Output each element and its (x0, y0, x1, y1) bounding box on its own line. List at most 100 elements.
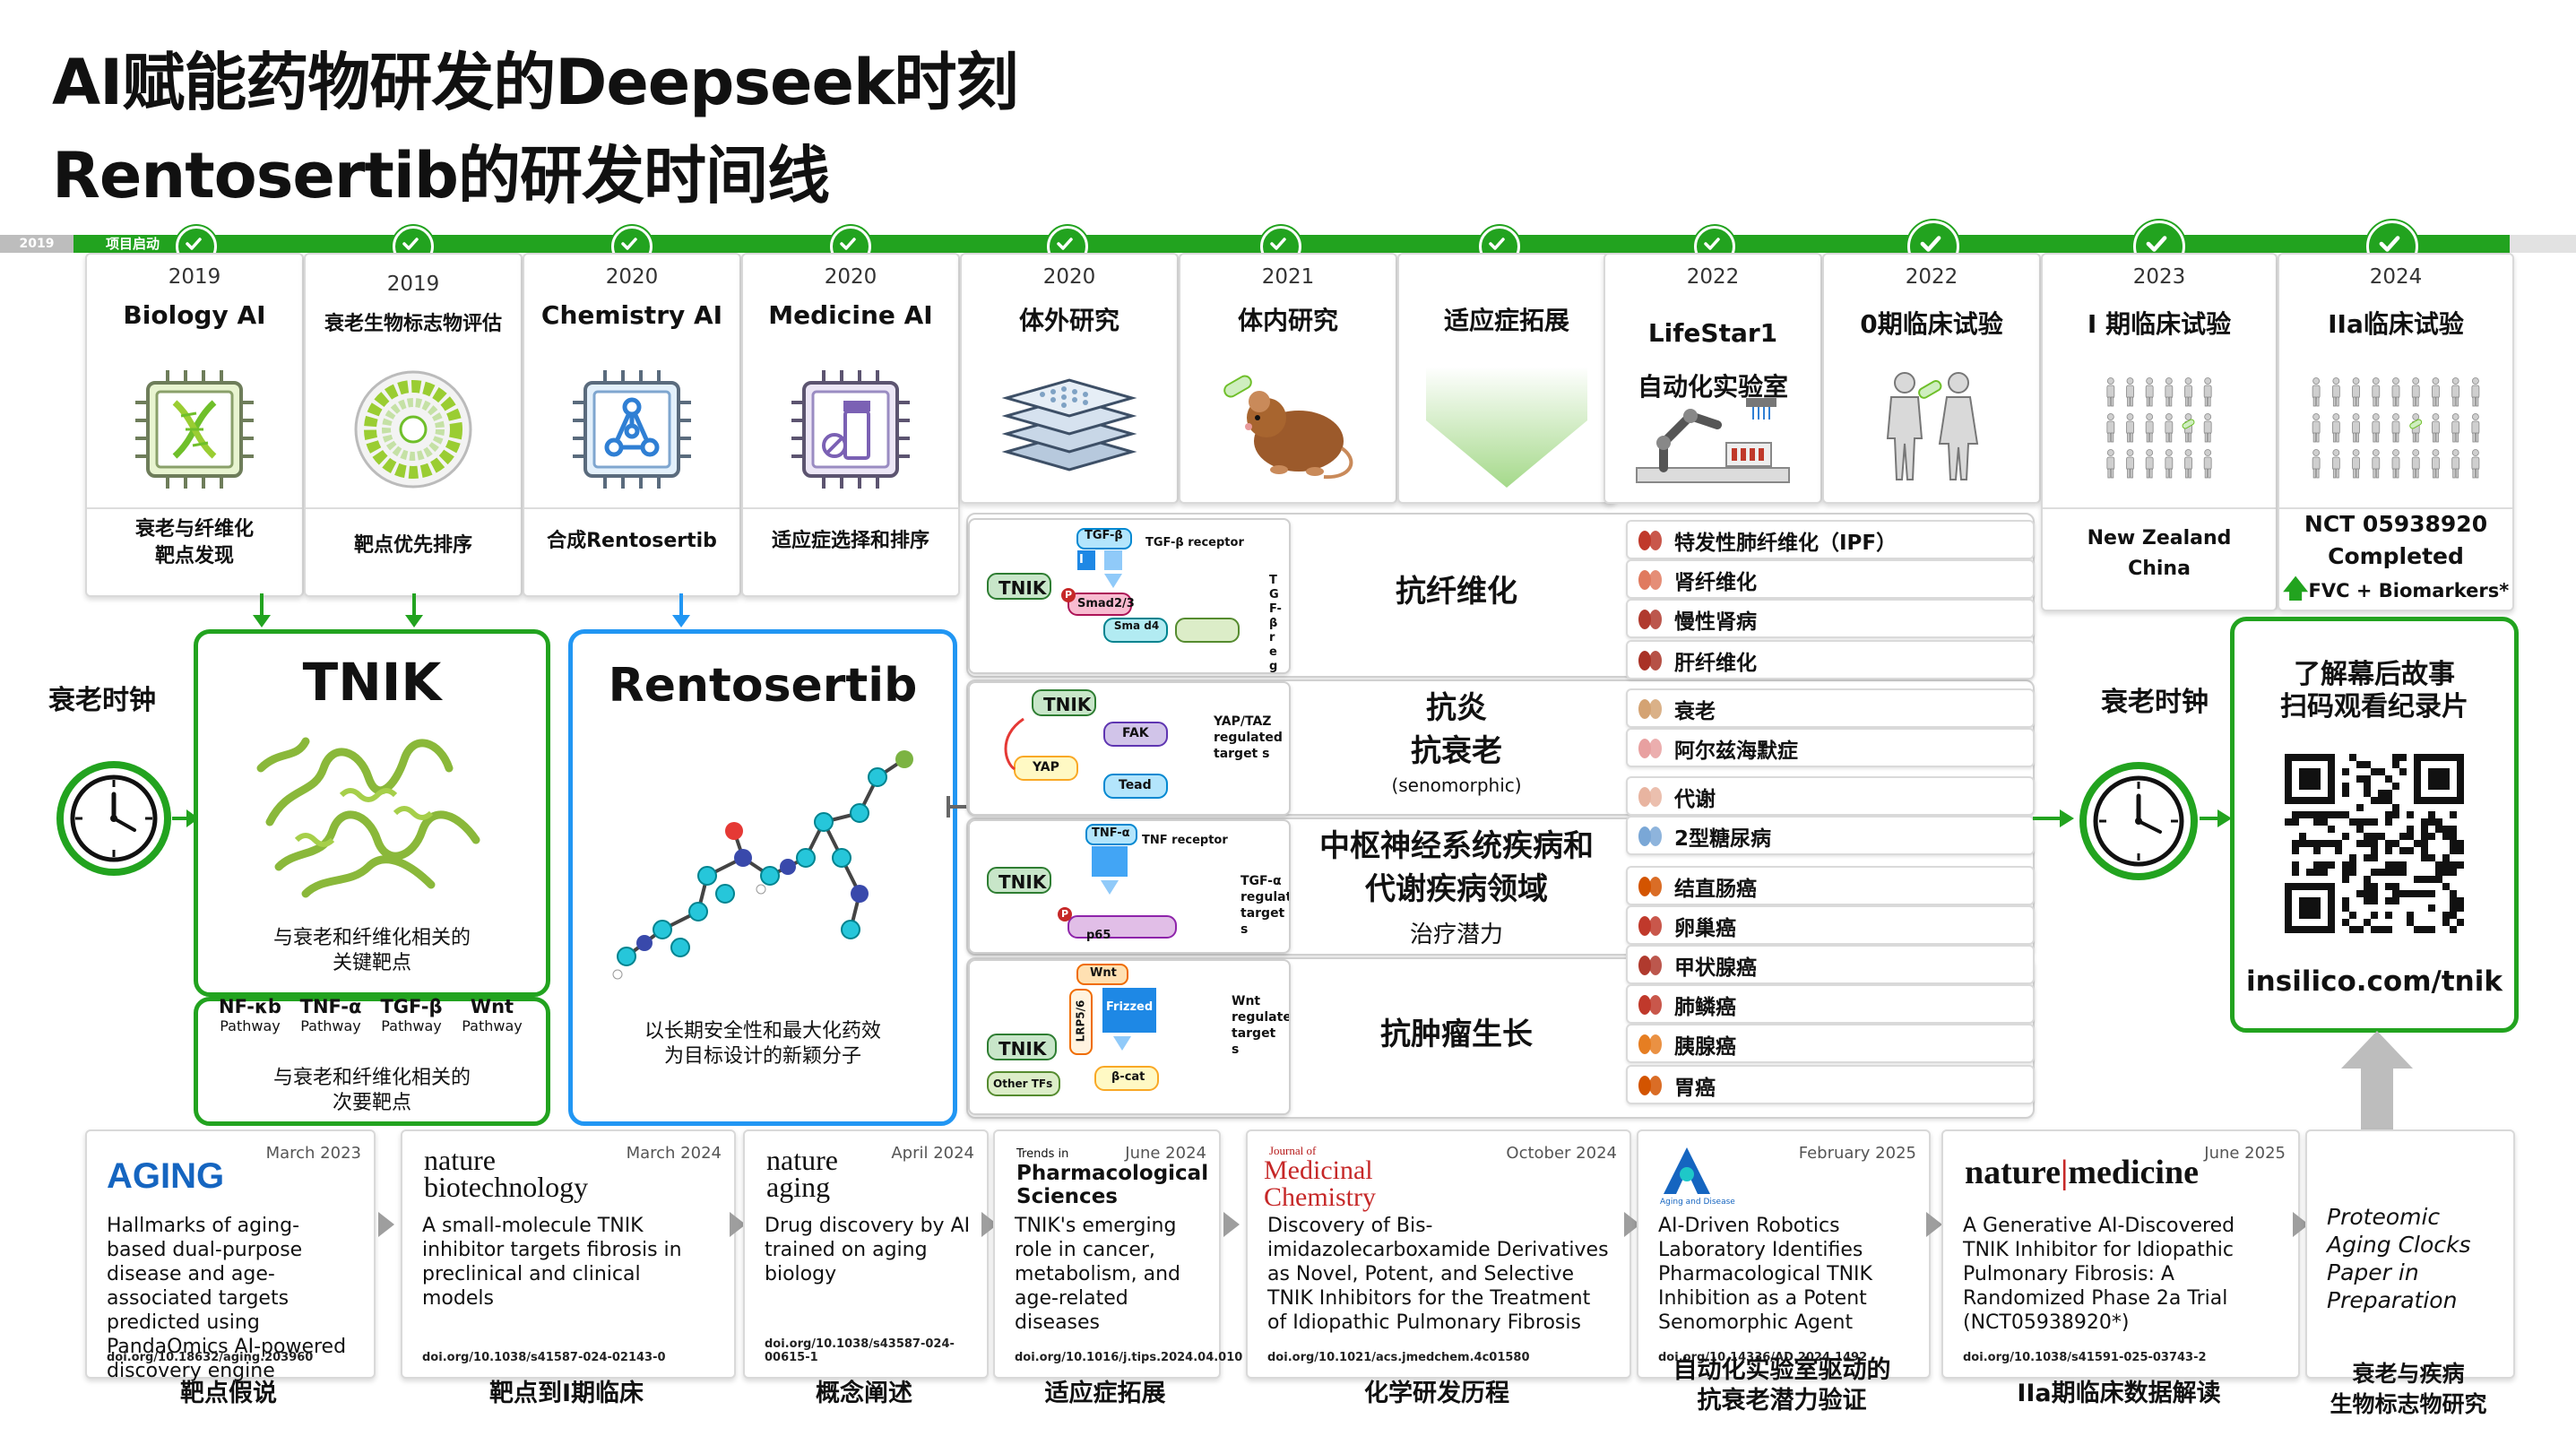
qr-code-icon[interactable] (2285, 754, 2464, 937)
well-plates-icon (998, 362, 1141, 491)
milestone-card-phase0: 2022 0期临床试验 (1822, 253, 2041, 504)
milestone-year: 2020 (824, 265, 877, 289)
arrow-clock-to-tnik (172, 805, 199, 835)
regulated-label: Wnt regulated target s (1232, 994, 1291, 1057)
kidneys-icon (1637, 606, 1664, 635)
rentosertib-caption: 以长期安全性和最大化药效 为目标设计的新颖分子 (644, 1020, 881, 1068)
up-gray-arrow (2341, 1031, 2413, 1133)
indication-row: 结直肠癌 (1626, 866, 2035, 905)
inhibitor-label: I (1079, 553, 1084, 567)
tnik-caption: 与衰老和纤维化相关的 关键靶点 (272, 927, 471, 974)
publication-doi[interactable]: doi.org/10.1038/s43587-024-00615-1 (765, 1337, 955, 1364)
node-label: Smad2/3 (1077, 597, 1135, 610)
publication-doi[interactable]: doi.org/10.14336/AD.2024.1492 (1658, 1351, 1868, 1364)
journal-line1: nature (766, 1144, 838, 1176)
milestone-card-medicine-ai: 2020 Medicine AI 适应症选择和排序 (741, 253, 960, 597)
pathway-diagram-yap: TNIK FAK YAP Tead YAP/TAZ regulated targ… (968, 681, 1291, 816)
area-antifibrosis: 抗纤维化 (1396, 574, 1517, 610)
publication-title: A Generative AI-Discovered TNIK Inhibito… (1963, 1215, 2235, 1334)
milestone-year: 2022 (1905, 265, 1958, 289)
journal-line1: Pharmacological (1016, 1162, 1209, 1185)
dna-chip-icon (132, 367, 257, 496)
hand-icon (1637, 567, 1664, 595)
milestone-title: Medicine AI (768, 300, 933, 330)
publication-doi[interactable]: doi.org/10.1038/s41587-024-02143-0 (422, 1351, 666, 1364)
journal-line0: Trends in (1016, 1147, 1069, 1161)
mouse-icon (1216, 362, 1360, 491)
arrow-to-right-clock (2033, 805, 2074, 835)
milestone-title: 适应症拓展 (1443, 306, 1569, 335)
node-label: YAP (1033, 760, 1059, 774)
indication-row: 阿尔兹海默症 (1626, 728, 2035, 767)
indication-row: 衰老 (1626, 688, 2035, 728)
publication-card[interactable]: Proteomic Aging Clocks Paper in Preparat… (2305, 1129, 2515, 1379)
flow-arrow-icon (378, 1212, 394, 1237)
milestone-year: 2021 (1261, 265, 1315, 289)
documentary-box[interactable]: 了解幕后故事 扫码观看纪录片 insilico.com/tnik (2230, 617, 2519, 1033)
page-title-line1: AI赋能药物研发的Deepseek时刻 (52, 46, 1019, 119)
journal-logo: AGING (107, 1156, 225, 1196)
human-figures-icon (1864, 367, 1999, 487)
indication-label: 甲状腺癌 (1674, 956, 1757, 980)
indication-row: 特发性肺纤维化（IPF） (1626, 520, 2035, 559)
pathway-sub: Pathway (220, 1017, 281, 1034)
rentosertib-box: Rentosertib 以长期安全性和最大化药效 为目标设计的新颖分子 (568, 629, 957, 1126)
regulated-label: YAP/TAZ regulated target s (1214, 714, 1283, 761)
page-title-line2: Rentosertib的研发时间线 (52, 139, 830, 212)
flow-arrow-icon (730, 1212, 746, 1237)
indication-label: 肺鳞癌 (1674, 996, 1736, 1019)
publication-date: February 2025 (1798, 1144, 1916, 1163)
milestone-sub: 适应症选择和排序 (771, 530, 929, 552)
milestone-title: Biology AI (123, 300, 266, 330)
publication-date: March 2024 (626, 1144, 722, 1163)
milestone-card-lifestar: 2022 LifeStar1 自动化实验室 (1604, 253, 1822, 504)
milestone-card-in-vivo: 2021 体内研究 (1179, 253, 1397, 504)
journal-name: Aging and Disease (1660, 1198, 1735, 1207)
intestine-icon (1637, 873, 1664, 902)
receptor-label: TNF receptor (1142, 834, 1228, 847)
up-arrow-icon: 🡅 (2282, 574, 2309, 603)
pathway-sub: Pathway (381, 1017, 442, 1034)
story-line1: 了解幕后故事 (2294, 659, 2455, 690)
flow-arrow-icon (1624, 1212, 1640, 1237)
node-label: Frizzed (1106, 1000, 1154, 1014)
publication-caption: 概念阐述 (816, 1380, 912, 1407)
arrow-down-to-tnik-2 (403, 593, 425, 633)
connector-line (948, 805, 972, 809)
indication-row: 慢性肾病 (1626, 599, 2035, 638)
node-label: Other TFs (993, 1077, 1053, 1090)
milestone-title: 体内研究 (1237, 306, 1338, 335)
flow-arrow-icon (1223, 1212, 1240, 1237)
indication-row: 代谢 (1626, 776, 2035, 816)
trial-id: NCT 05938920 (2304, 511, 2488, 537)
journal-line2: aging (766, 1171, 831, 1203)
publication-title: A small-molecule TNIK inhibitor targets … (422, 1215, 682, 1310)
publication-title: TNIK's emerging role in cancer, metaboli… (1015, 1215, 1180, 1334)
aging-clock-label-right: 衰老时钟 (2101, 687, 2209, 718)
indication-label: 胃癌 (1674, 1077, 1716, 1100)
documentary-url[interactable]: insilico.com/tnik (2246, 965, 2503, 998)
publication-doi[interactable]: doi.org/10.1038/s41591-025-03743-2 (1963, 1351, 2207, 1364)
journal-line2: biotechnology (424, 1171, 589, 1203)
publication-title: Hallmarks of aging-based dual-purpose di… (107, 1215, 347, 1382)
publication-doi[interactable]: doi.org/10.18632/aging.203960 (107, 1351, 314, 1364)
publication-doi[interactable]: doi.org/10.1021/acs.jmedchem.4c01580 (1267, 1351, 1530, 1364)
milestone-title: 体外研究 (1018, 306, 1119, 335)
card-divider (743, 507, 958, 509)
tnik-title: TNIK (302, 652, 442, 713)
indication-row: 肺鳞癌 (1626, 984, 2035, 1024)
publication-doi[interactable]: doi.org/10.1016/j.tips.2024.04.010 (1015, 1351, 1243, 1364)
milestone-card-chemistry-ai: 2020 Chemistry AI 合成Rentosertib (523, 253, 741, 597)
publication-date: June 2025 (2204, 1144, 2286, 1163)
journal-line2: Sciences (1016, 1185, 1118, 1208)
kinase-label: TNIK (1043, 694, 1092, 715)
indication-row: 胰腺癌 (1626, 1024, 2035, 1063)
